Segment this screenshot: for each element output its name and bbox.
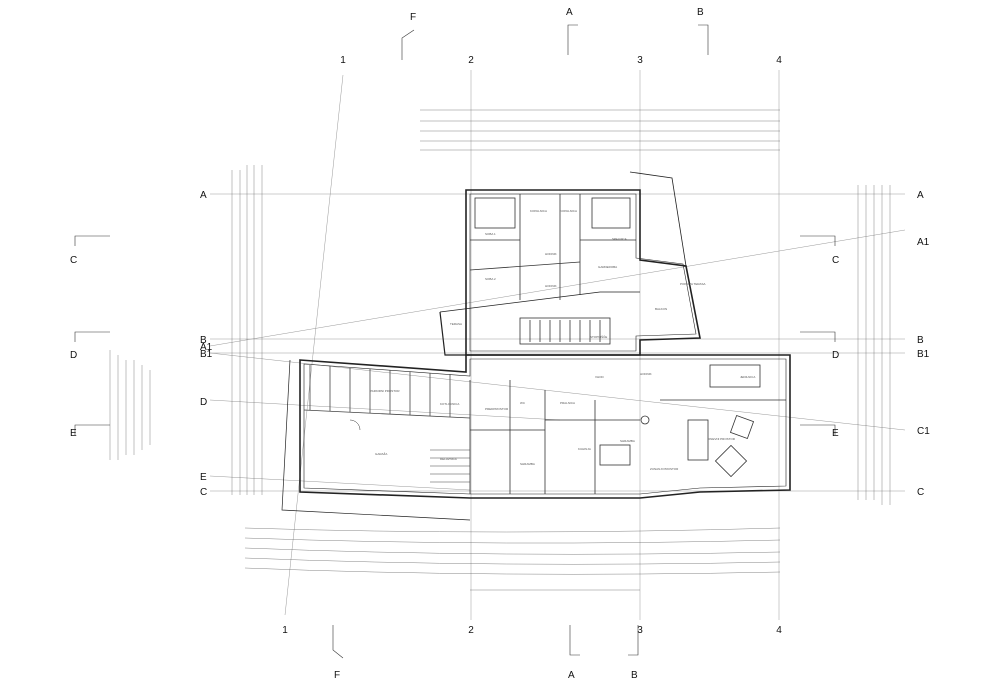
section-label: D — [70, 350, 77, 361]
room-label: SHRAMBA — [620, 439, 635, 443]
upper-interior-walls — [469, 194, 636, 345]
section-label: B — [697, 7, 704, 18]
row-label: B — [200, 335, 207, 346]
axis-line-D — [209, 399, 561, 421]
row-label: A1 — [917, 237, 930, 248]
room-label: PARKIRNI PROSTOR — [370, 389, 400, 393]
column-labels-top: 1 2 3 4 — [340, 55, 782, 66]
room-label: GARDEROBA — [598, 265, 617, 269]
axis-line-A1 — [209, 229, 906, 347]
room-label: JEDILNICA — [740, 375, 755, 379]
room-label: PRALNICA — [560, 401, 575, 405]
section-label: E — [70, 428, 77, 439]
row-label: A — [917, 190, 924, 201]
section-label: A — [566, 7, 573, 18]
column-label: 1 — [282, 625, 288, 636]
column-label: 3 — [637, 55, 643, 66]
column-label: 1 — [340, 55, 346, 66]
lower-interior-walls — [349, 364, 786, 494]
row-label: B — [917, 335, 924, 346]
row-label: B1 — [917, 349, 930, 360]
room-labels: SOBA 1 KOPALNICA KOPALNICA SPALNICA HODN… — [370, 209, 755, 471]
room-label: PREDPROSTOR — [485, 407, 509, 411]
room-label: KOTLOVNICA — [440, 402, 459, 406]
room-label: SOBA 2 — [485, 277, 496, 281]
row-label: E — [200, 472, 207, 483]
right-dimension-lines — [857, 185, 891, 505]
stair — [430, 449, 470, 483]
room-label: HODNIK — [545, 252, 557, 256]
room-label: STOPNIŠČE — [590, 334, 607, 339]
room-label: KOPALNICA — [560, 209, 577, 213]
room-label: GARAŽA — [375, 451, 387, 456]
garage-beams — [303, 365, 471, 419]
row-labels-right: A A1 B B1 C1 C — [917, 190, 930, 498]
room-label: SHRAMBA — [520, 462, 535, 466]
section-label: F — [410, 12, 416, 23]
section-label: A — [568, 670, 575, 681]
room-label: ZUNANJI PROSTOR — [650, 467, 679, 471]
row-label: A — [200, 190, 207, 201]
column-label: 4 — [776, 55, 782, 66]
row-label: A1 — [200, 342, 213, 353]
column-label: 2 — [468, 625, 474, 636]
room-label: HODNIK — [545, 284, 557, 288]
row-label: B1 — [200, 349, 213, 360]
room-label: BALKON — [655, 307, 667, 311]
row-label: C — [917, 487, 924, 498]
section-label: C — [70, 255, 77, 266]
room-label: KOPALNICA — [530, 209, 547, 213]
column-label: 4 — [776, 625, 782, 636]
room-label: TERASA — [450, 322, 462, 326]
axis-grid-vertical — [284, 70, 780, 620]
section-label: E — [832, 428, 839, 439]
room-label: DELAVNICA — [440, 457, 457, 461]
column-label: 3 — [637, 625, 643, 636]
room-label: WC — [520, 401, 526, 405]
row-label: C1 — [917, 426, 930, 437]
axis-line-E — [209, 475, 471, 491]
section-markers-right — [800, 235, 836, 435]
column-label: 2 — [468, 55, 474, 66]
row-label: C — [200, 487, 207, 498]
axis-line-1 — [284, 74, 344, 616]
left-dimension-lines — [109, 165, 263, 495]
column-labels-bottom: 1 2 3 4 — [282, 625, 782, 636]
room-label: KUHINJA — [578, 447, 591, 451]
room-label: SPALNICA — [612, 237, 627, 241]
section-markers-bottom — [332, 625, 639, 659]
lower-wing-walls — [281, 354, 791, 521]
bottom-dimension-lines — [244, 527, 781, 591]
section-label: B — [631, 670, 638, 681]
row-labels-left: A B A1 B1 D E C — [200, 190, 213, 498]
top-dimension-lines — [420, 109, 780, 151]
room-label: SOBA 1 — [485, 232, 496, 236]
section-markers-left — [74, 235, 110, 435]
room-label: HODNIK — [640, 372, 652, 376]
section-markers-top — [401, 24, 709, 60]
row-label: D — [200, 397, 207, 408]
room-label: DNEVNI PROSTOR — [708, 437, 736, 441]
section-label: D — [832, 350, 839, 361]
section-label: C — [832, 255, 839, 266]
room-label: POKRITA TERASA — [680, 282, 706, 286]
room-label: VHOD — [595, 375, 605, 379]
section-label: F — [334, 670, 340, 681]
